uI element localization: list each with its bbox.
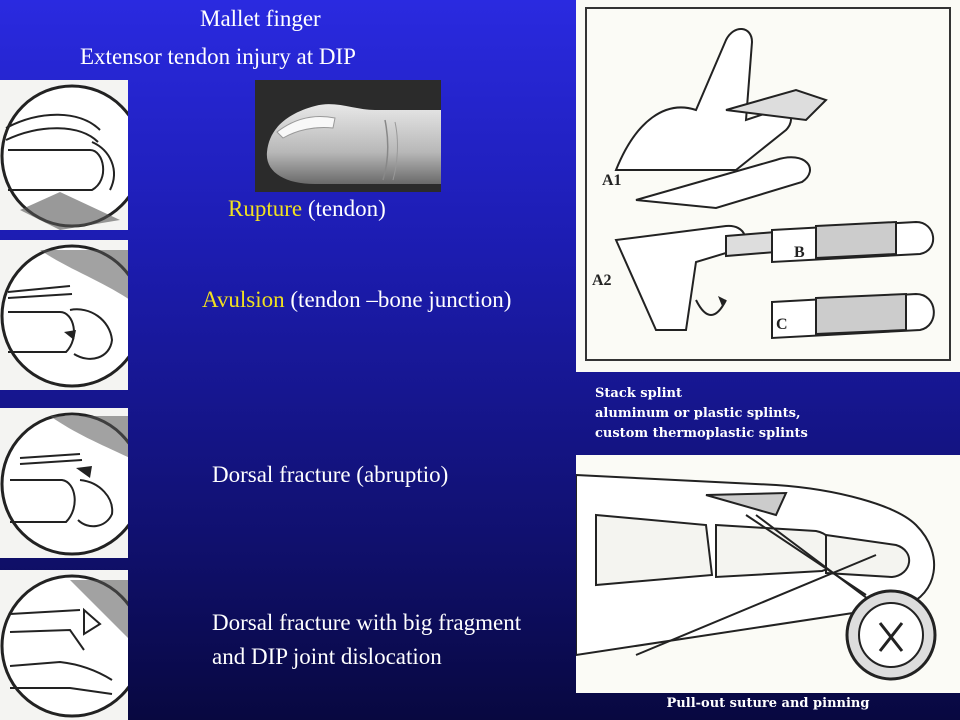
injury-rupture-term: Rupture <box>228 196 303 221</box>
splint-caption-line1: Stack splint <box>595 386 683 401</box>
pull-out-suture-figure <box>576 455 960 693</box>
injury-avulsion-label: Avulsion (tendon –bone junction) <box>202 283 562 317</box>
splint-label-a1: A1 <box>602 172 622 189</box>
splint-caption-line3: custom thermoplastic splints <box>595 426 808 441</box>
splint-label-c: C <box>776 316 788 333</box>
splint-caption-line2: aluminum or plastic splints, <box>595 406 801 421</box>
injury-dorsal-fracture-label: Dorsal fracture (abruptio) <box>212 462 449 487</box>
dorsal-fracture-diagram <box>0 408 128 558</box>
slide-title-line1: Mallet finger <box>200 6 321 31</box>
injury-rupture-label: Rupture (tendon) <box>228 196 386 222</box>
splint-caption: Stack splint aluminum or plastic splints… <box>595 384 808 444</box>
injury-avulsion-term: Avulsion <box>202 287 285 312</box>
slide-title-line2: Extensor tendon injury at DIP <box>80 44 356 69</box>
avulsion-diagram <box>0 240 128 390</box>
surgery-caption: Pull-out suture and pinning <box>666 696 870 711</box>
injury-fracture-dislocation-label: Dorsal fracture with big fragment and DI… <box>212 610 522 669</box>
splint-label-a2: A2 <box>592 272 612 289</box>
mallet-finger-photo <box>255 80 441 192</box>
rupture-diagram <box>0 80 128 230</box>
injury-avulsion-detail: (tendon –bone junction) <box>284 287 512 312</box>
stack-splint-figure: A1 A2 B C <box>576 0 960 372</box>
injury-rupture-detail: (tendon) <box>302 196 386 221</box>
fracture-dislocation-diagram <box>0 570 128 720</box>
splint-label-b: B <box>794 244 805 261</box>
